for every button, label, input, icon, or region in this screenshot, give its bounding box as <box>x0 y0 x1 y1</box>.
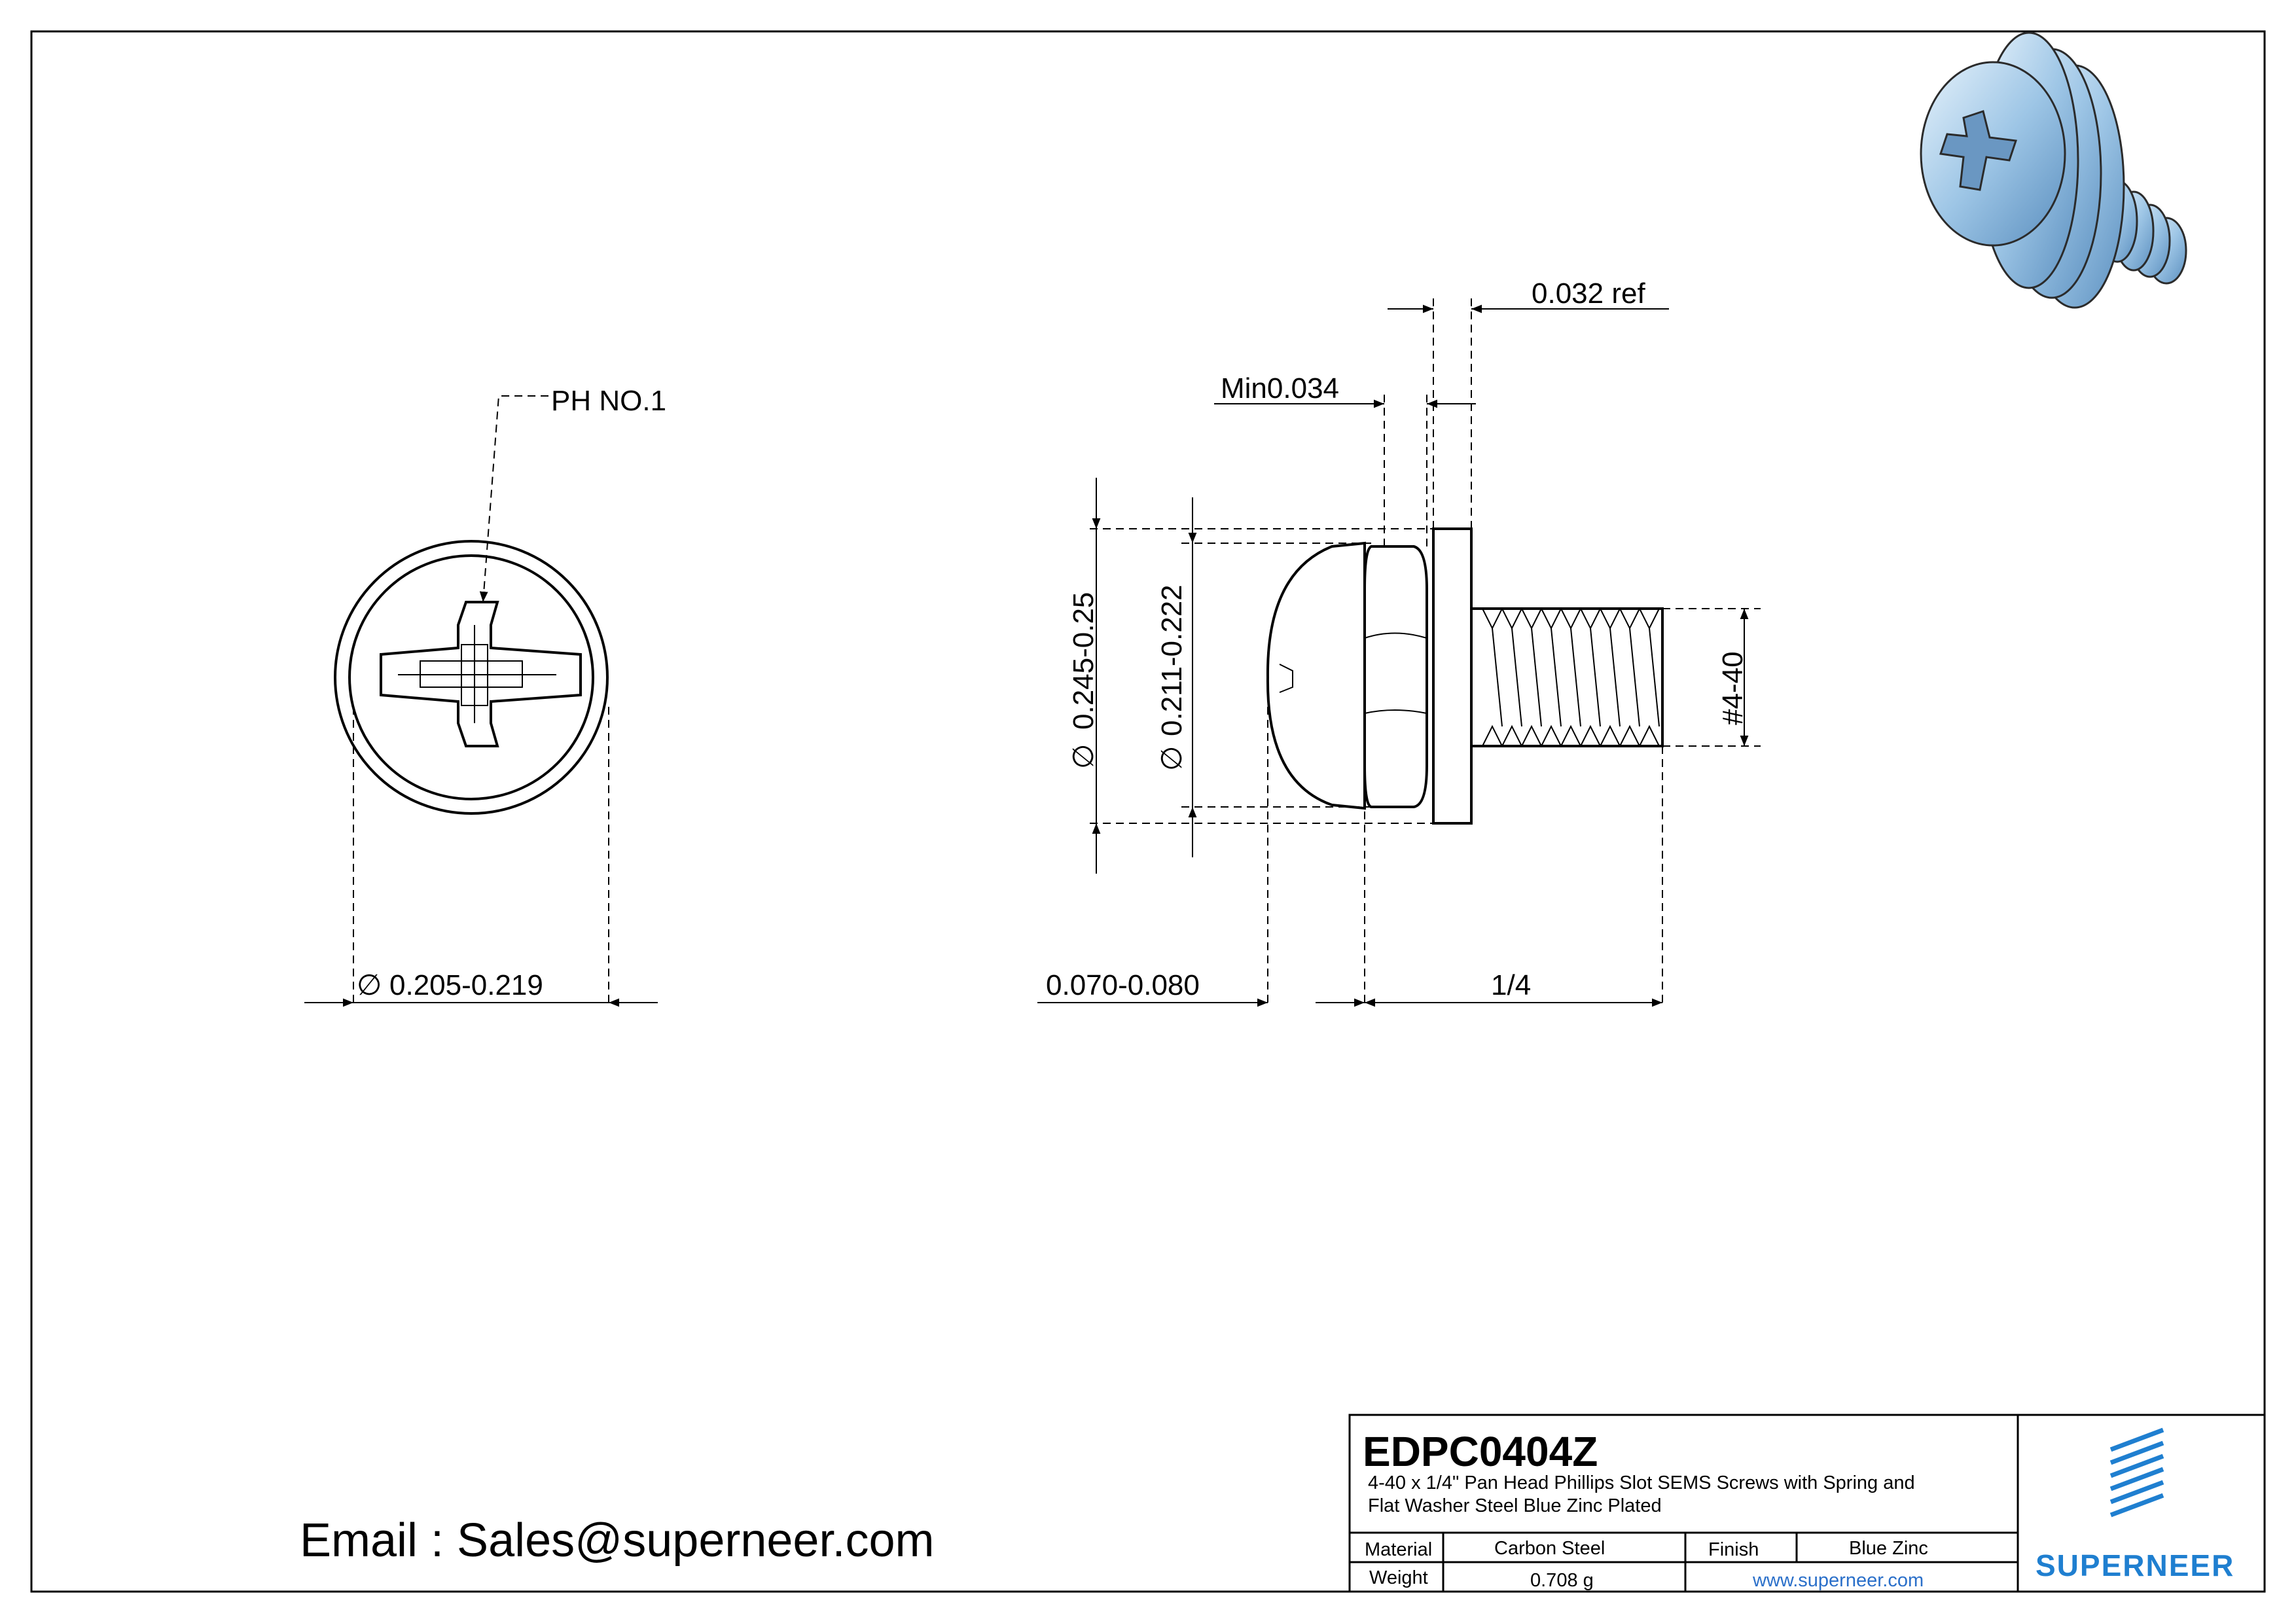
spring-outer-label: 0.211-0.222 <box>1156 584 1188 736</box>
thread-lines <box>1482 607 1660 748</box>
head-dia-symbol: ∅ <box>357 969 382 1001</box>
material-label: Material <box>1365 1539 1432 1560</box>
finish-label: Finish <box>1708 1539 1759 1560</box>
title-block: EDPC0404Z 4-40 x 1/4" Pan Head Phillips … <box>1348 1414 2266 1593</box>
weight-label: Weight <box>1369 1567 1428 1588</box>
contact-email: Email : Sales@superneer.com <box>300 1514 935 1567</box>
material-value: Carbon Steel <box>1494 1538 1605 1559</box>
head-height-label: 0.070-0.080 <box>1046 969 1200 1001</box>
thread-label: #4-40 <box>1717 651 1749 725</box>
spring-thk-label: Min0.034 <box>1221 372 1339 404</box>
callout-leader <box>479 395 548 603</box>
brand-name: SUPERNEER <box>2036 1548 2234 1582</box>
superneer-logo-icon <box>2109 1427 2164 1518</box>
head-dia-extension <box>353 707 609 1008</box>
desc-line-2: Flat Washer Steel Blue Zinc Plated <box>1368 1495 1662 1516</box>
screw-render-image <box>1920 31 2187 309</box>
weight-value: 0.708 g <box>1530 1570 1594 1591</box>
finish-value: Blue Zinc <box>1849 1538 1928 1559</box>
desc-line-1: 4-40 x 1/4" Pan Head Phillips Slot SEMS … <box>1368 1472 1915 1493</box>
website-link[interactable]: www.superneer.com <box>1752 1570 1924 1591</box>
pan-head <box>1266 541 1366 810</box>
spring-washer <box>1363 545 1428 808</box>
thread-shank <box>1470 607 1664 747</box>
side-view: 0.032 ref Min0.034 ∅ 0.245-0.25 ∅ 0.211-… <box>1037 277 1761 1008</box>
top-view: PH NO.1 ∅ 0.205-0.219 <box>304 385 666 1008</box>
sheet-border <box>30 30 2266 1593</box>
flat-washer <box>1432 527 1473 825</box>
length-label: 1/4 <box>1491 969 1531 1001</box>
washer-outer-symbol: ∅ <box>1067 744 1100 769</box>
head-dia-label: 0.205-0.219 <box>389 969 543 1001</box>
part-code: EDPC0404Z <box>1363 1428 1598 1475</box>
callout-label: PH NO.1 <box>551 385 666 417</box>
washer-outer-label: 0.245-0.25 <box>1067 592 1100 730</box>
spring-outer-symbol: ∅ <box>1156 746 1188 771</box>
flat-thk-label: 0.032 ref <box>1532 277 1645 310</box>
